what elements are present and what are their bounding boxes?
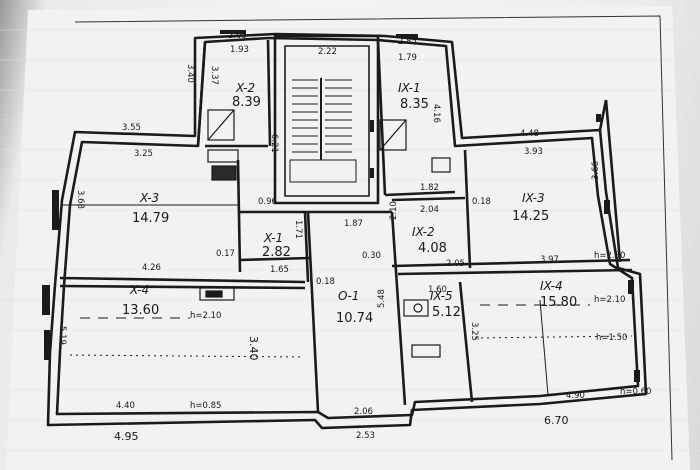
dim-label: 0.96 bbox=[258, 197, 277, 207]
dim-label: 1.87 bbox=[344, 219, 363, 229]
height-label: h=2.10 bbox=[594, 295, 625, 305]
walls bbox=[46, 32, 648, 430]
height-label: h=0.85 bbox=[190, 401, 221, 411]
dim-label: 6.21 bbox=[269, 134, 279, 153]
inner-wall bbox=[55, 36, 640, 420]
room-area-ix3: 14.25 bbox=[512, 209, 549, 224]
height-labels: h=2.80 h=2.10 h=2.10 h=1.50 h=0.85 h=0.6… bbox=[190, 251, 651, 411]
dim-label: 3.37 bbox=[209, 66, 219, 85]
dim-label: 5.48 bbox=[377, 289, 387, 308]
dim-label: 3.68 bbox=[75, 190, 85, 209]
dim-label: 4.48 bbox=[520, 129, 539, 139]
dim-label: 3.40 bbox=[247, 336, 260, 361]
dim-label: 3.97 bbox=[540, 255, 559, 265]
room-id-ix4: IX-4 bbox=[540, 279, 563, 293]
room-id-x3: X-3 bbox=[139, 191, 159, 205]
room-area-x3: 14.79 bbox=[132, 211, 169, 226]
room-area-ix4: 15.80 bbox=[540, 295, 577, 310]
dim-label: 1.71 bbox=[293, 220, 303, 239]
dim-label: 2.53 bbox=[356, 431, 375, 441]
room-area-o1: 10.74 bbox=[336, 311, 373, 326]
stove-x4 bbox=[199, 287, 235, 301]
room-id-x2: X-2 bbox=[235, 81, 255, 95]
room-area-ix2: 4.08 bbox=[418, 241, 447, 256]
paper-sheet bbox=[6, 6, 690, 470]
sink-ix5 bbox=[403, 299, 429, 317]
stove-x2 bbox=[207, 149, 239, 163]
room-id-o1: O-1 bbox=[338, 289, 359, 303]
height-lines bbox=[69, 299, 633, 396]
room-area-ix5: 5.12 bbox=[432, 305, 461, 320]
bath-fixture-x2 bbox=[207, 109, 235, 141]
radiator-x3 bbox=[211, 165, 237, 181]
dim-label: 0.17 bbox=[216, 249, 235, 259]
stairwell-wall bbox=[273, 34, 380, 205]
dim-label: 1.60 bbox=[428, 285, 447, 295]
outer-wall bbox=[46, 32, 648, 430]
dim-label: 1.82 bbox=[420, 183, 439, 193]
staircase bbox=[289, 78, 357, 183]
stairwell-inner-wall bbox=[284, 45, 370, 197]
dim-label: 3.66 bbox=[591, 161, 601, 180]
dim-label: 0.18 bbox=[472, 197, 491, 207]
stove-ix1 bbox=[431, 157, 451, 173]
dim-label: 2.06 bbox=[354, 407, 373, 417]
dim-label: 2.85 bbox=[398, 37, 417, 47]
height-label: h=1.50 bbox=[596, 333, 627, 343]
dimension-labels: 2.05 1.93 2.22 2.85 1.79 3.40 3.37 6.21 … bbox=[57, 31, 601, 443]
dim-label: 1.65 bbox=[270, 265, 289, 275]
dim-label: 3.93 bbox=[524, 147, 543, 157]
room-id-ix1: IX-1 bbox=[398, 81, 421, 95]
dim-label: 3.40 bbox=[185, 64, 195, 83]
fixtures bbox=[199, 109, 451, 358]
room-area-x4: 13.60 bbox=[122, 303, 159, 318]
dim-label: 2.22 bbox=[318, 47, 337, 57]
windows bbox=[42, 30, 640, 382]
dim-label: 4.26 bbox=[142, 263, 161, 273]
sheet-border bbox=[74, 15, 673, 461]
height-label: h=0.60 bbox=[620, 387, 651, 397]
room-id-ix3: IX-3 bbox=[522, 191, 545, 205]
height-label: h=2.80 bbox=[594, 251, 625, 261]
dim-label: 4.95 bbox=[114, 430, 139, 443]
dim-label: 3.55 bbox=[122, 123, 141, 133]
room-id-x1: X-1 bbox=[263, 231, 283, 245]
room-area-x1: 2.82 bbox=[262, 245, 291, 260]
room-id-ix5: IX-5 bbox=[430, 289, 453, 303]
dim-label: 2.04 bbox=[420, 205, 439, 215]
dim-label: 1.93 bbox=[230, 45, 249, 55]
bath-fixture-ix1 bbox=[379, 119, 407, 151]
dim-label: 0.30 bbox=[362, 251, 381, 261]
room-id-x4: X-4 bbox=[129, 283, 149, 297]
dim-label: 2.05 bbox=[446, 259, 465, 269]
dim-label: 1.79 bbox=[398, 53, 417, 63]
dim-label: 4.40 bbox=[116, 401, 135, 411]
dim-label: 5.19 bbox=[57, 326, 67, 345]
bath-ix5 bbox=[411, 344, 441, 358]
dim-label: 0.18 bbox=[316, 277, 335, 287]
room-area-x2: 8.39 bbox=[232, 95, 261, 110]
dim-label: 2.10 bbox=[389, 201, 399, 220]
dim-label: 3.25 bbox=[134, 149, 153, 159]
room-area-ix1: 8.35 bbox=[400, 97, 429, 112]
dim-label: 6.70 bbox=[544, 414, 569, 427]
dim-label: 2.05 bbox=[228, 31, 247, 41]
dim-label: 4.90 bbox=[566, 391, 585, 401]
dim-label: 4.16 bbox=[431, 104, 441, 123]
room-labels: X-2 8.39 IX-1 8.35 X-3 14.79 X-1 2.82 IX… bbox=[122, 81, 577, 326]
dim-label: 3.25 bbox=[469, 322, 479, 341]
room-id-ix2: IX-2 bbox=[412, 225, 435, 239]
height-label: h=2.10 bbox=[190, 311, 221, 321]
